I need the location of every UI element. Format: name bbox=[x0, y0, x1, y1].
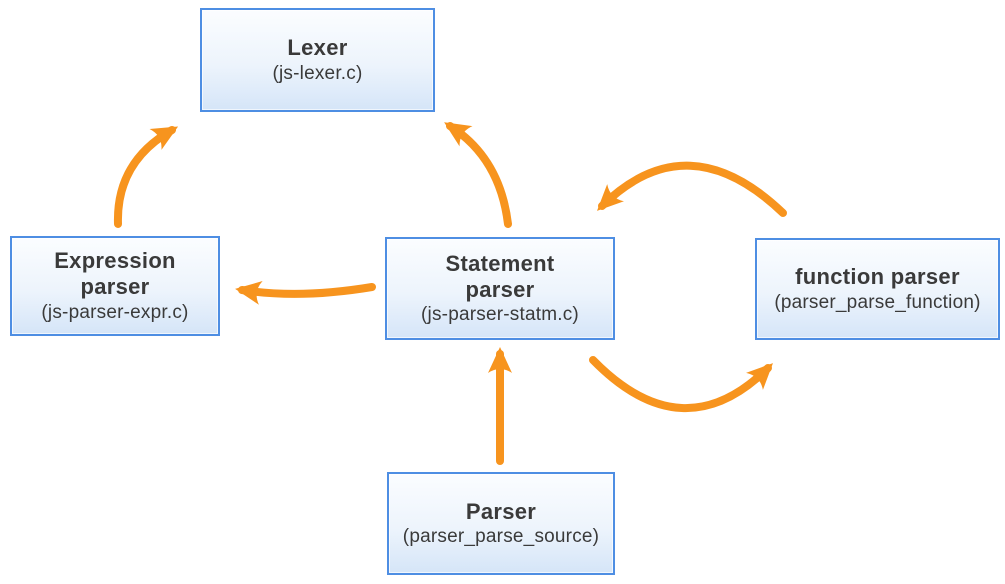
node-statement-parser: Statement parser (js-parser-statm.c) bbox=[385, 237, 615, 340]
node-statement-parser-subtitle: (js-parser-statm.c) bbox=[421, 304, 579, 326]
node-function-parser: function parser (parser_parse_function) bbox=[755, 238, 1000, 340]
node-parser-subtitle: (parser_parse_source) bbox=[402, 526, 600, 548]
arrow-function-to-statement bbox=[596, 161, 787, 217]
node-function-parser-title: function parser bbox=[795, 264, 960, 290]
arrow-statement-to-function bbox=[589, 356, 773, 413]
node-lexer-title: Lexer bbox=[287, 35, 348, 61]
node-function-parser-subtitle: (parser_parse_function) bbox=[774, 291, 981, 313]
node-parser: Parser (parser_parse_source) bbox=[387, 472, 615, 575]
node-expression-parser: Expression parser (js-parser-expr.c) bbox=[10, 236, 220, 336]
node-expression-parser-subtitle: (js-parser-expr.c) bbox=[41, 301, 189, 323]
arrow-expression-to-lexer bbox=[113, 126, 179, 228]
arrow-statement-to-expression bbox=[235, 281, 376, 305]
node-lexer: Lexer (js-lexer.c) bbox=[200, 8, 435, 112]
node-expression-parser-title: Expression parser bbox=[54, 248, 176, 299]
arrow-statement-to-lexer bbox=[444, 122, 512, 228]
node-lexer-subtitle: (js-lexer.c) bbox=[272, 62, 363, 84]
node-statement-parser-title: Statement parser bbox=[445, 250, 555, 302]
node-parser-title: Parser bbox=[465, 498, 537, 524]
